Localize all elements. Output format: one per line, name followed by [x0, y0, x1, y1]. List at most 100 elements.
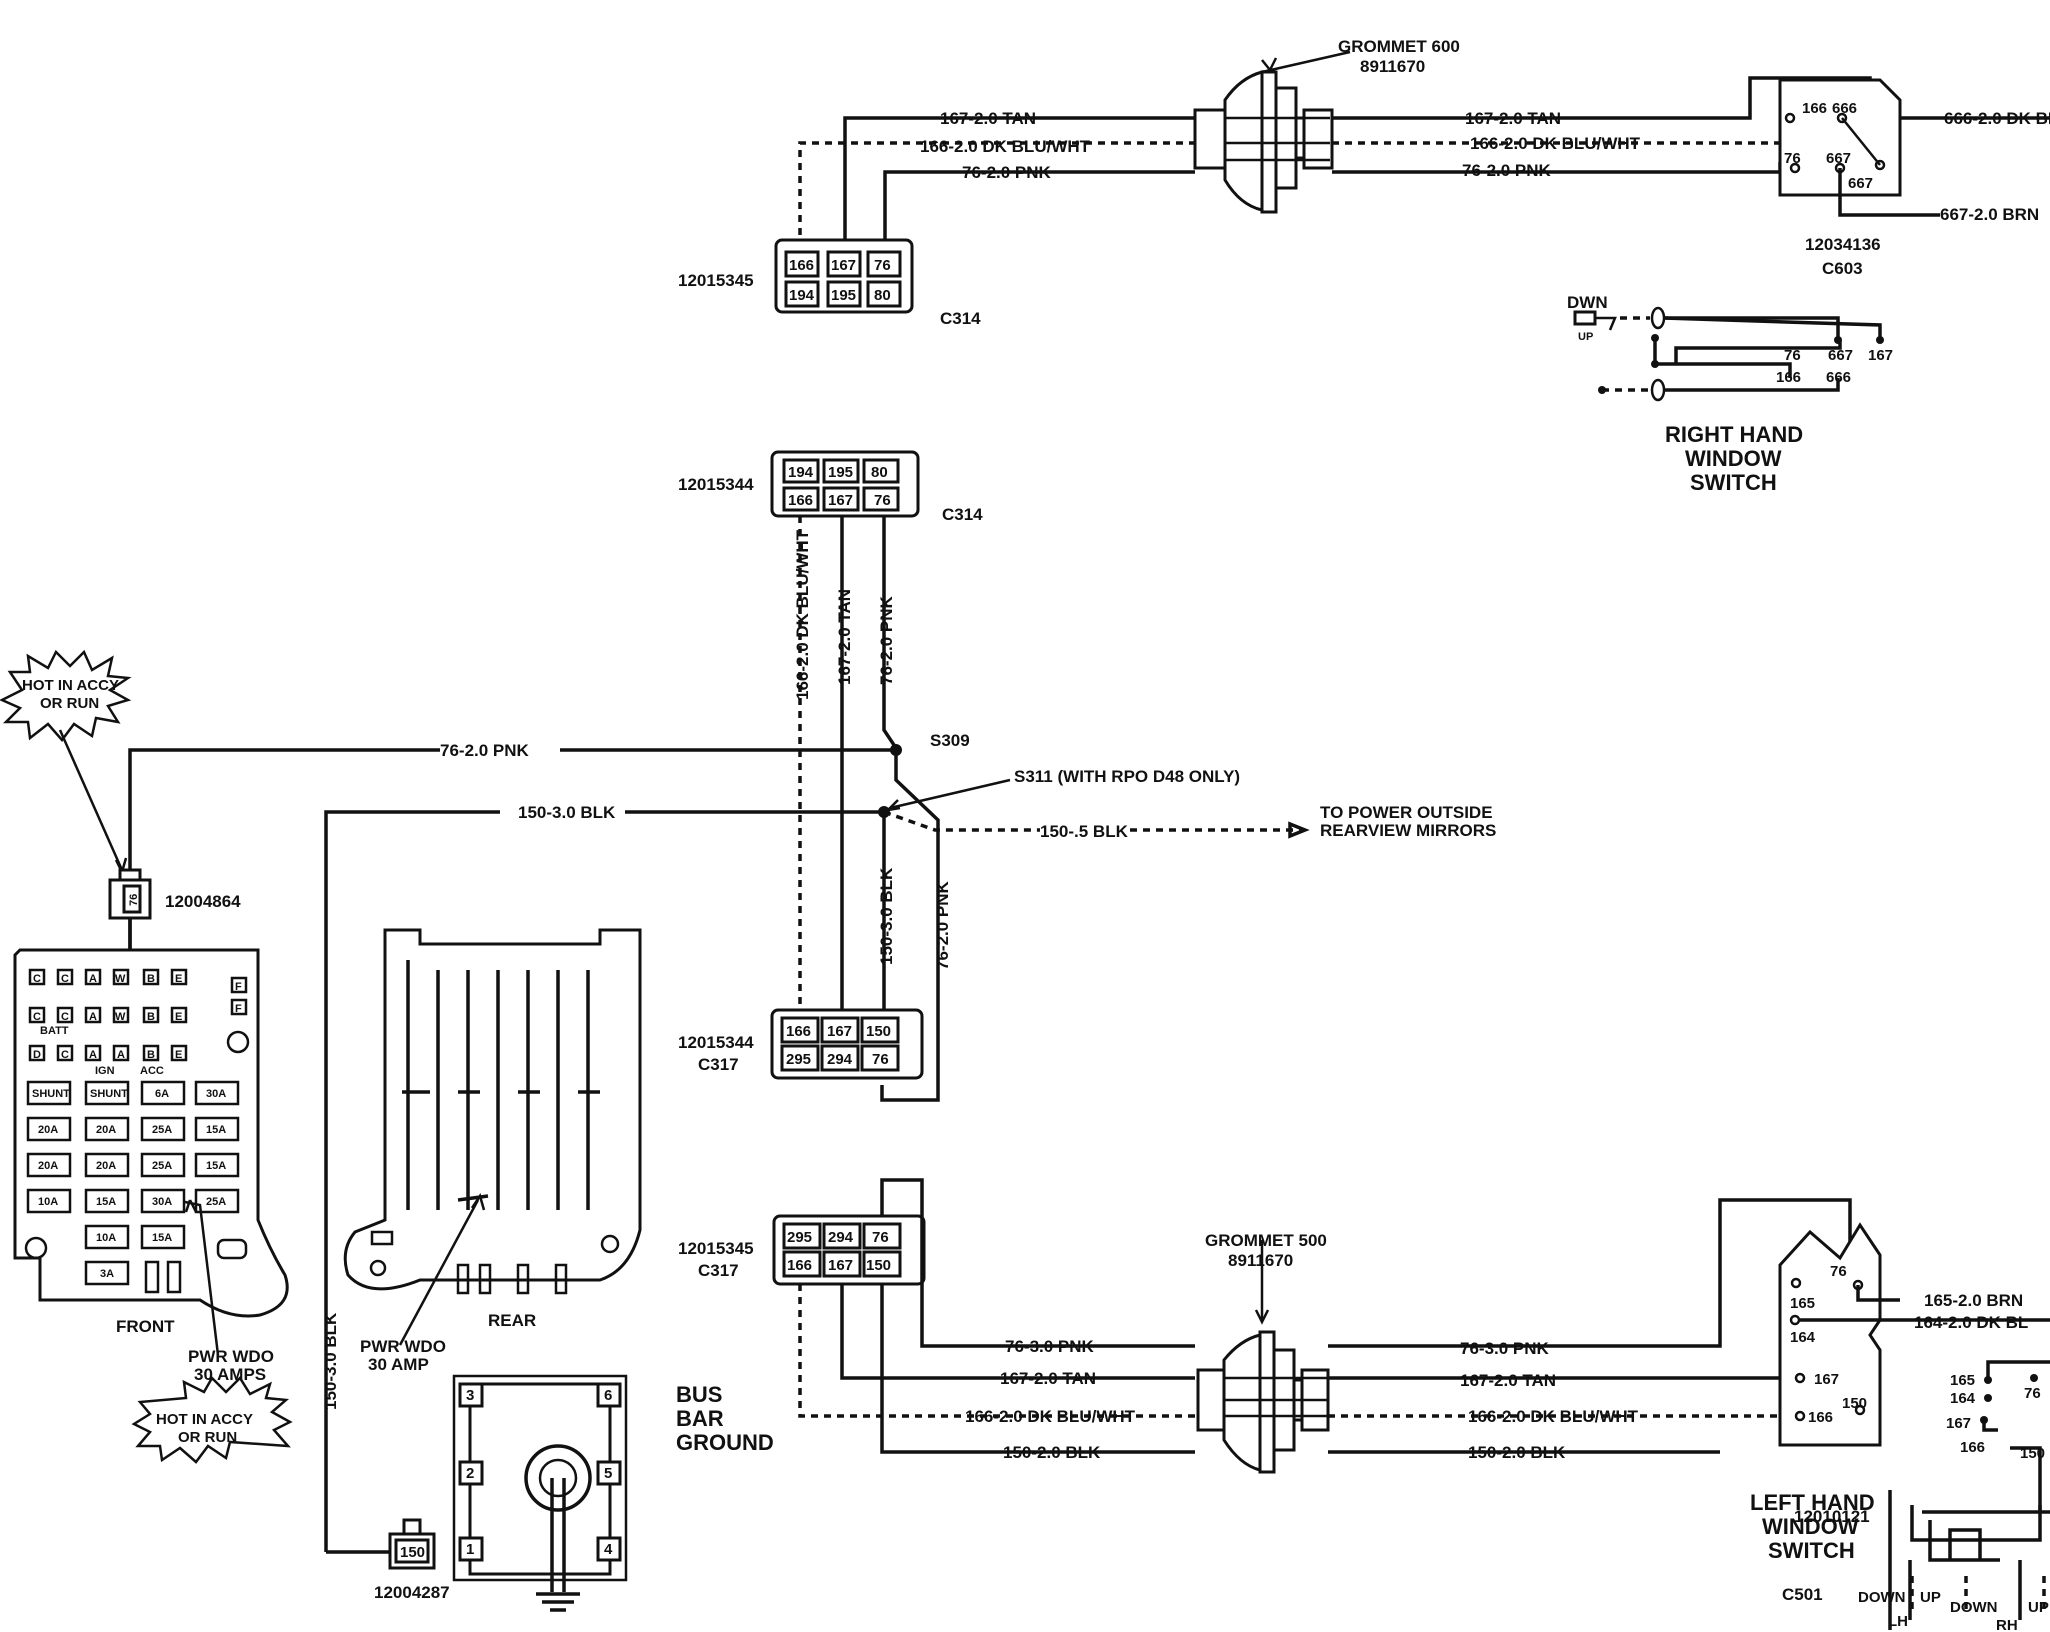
- lh-sch-165: 165: [1950, 1372, 1975, 1389]
- wire-label-150-2-left: 150-2.0 BLK: [1003, 1443, 1101, 1462]
- hot-burst-2: [131, 1375, 293, 1464]
- pwr-wdo-front-1: PWR WDO: [188, 1347, 274, 1366]
- c314-top-pin: 194: [789, 287, 815, 304]
- pwr-wdo-rear-2: 30 AMP: [368, 1355, 429, 1374]
- wire-label-150-2-right: 150-2.0 BLK: [1468, 1443, 1566, 1462]
- bus-label-3: GROUND: [676, 1430, 774, 1455]
- wire-label-165: 165-2.0 BRN: [1924, 1291, 2023, 1310]
- to-mirrors-1: TO POWER OUTSIDE: [1320, 803, 1493, 822]
- rh-pin-666: 666: [1832, 100, 1857, 117]
- rh-switch-schematic: [1573, 306, 1884, 402]
- term-e: E: [175, 1011, 182, 1023]
- c501-part: 12010121: [1794, 1507, 1870, 1526]
- term-acc: ACC: [140, 1065, 164, 1077]
- wire-label-150-05: 150-.5 BLK: [1040, 822, 1129, 841]
- lh-switch-title-3: SWITCH: [1768, 1538, 1855, 1563]
- wire-label-166-bottom-left: 166-2.0 DK BLU/WHT: [965, 1407, 1136, 1426]
- bus-connector: [326, 1518, 436, 1570]
- lh-pin-166: 166: [1808, 1409, 1833, 1426]
- wire-label-76-3-left: 76-3.0 PNK: [1005, 1337, 1095, 1356]
- to-mirrors-2: REARVIEW MIRRORS: [1320, 821, 1496, 840]
- wire-label-150-horizontal: 150-3.0 BLK: [518, 803, 616, 822]
- rh-sch-76: 76: [1784, 347, 1801, 364]
- lh-pin-165: 165: [1790, 1295, 1815, 1312]
- rh-pin-76: 76: [1784, 150, 1801, 167]
- fuse-block-rear-studs: [402, 960, 600, 1295]
- rh-switch-connector: [1778, 78, 2050, 217]
- down-lh-label: DOWN: [1858, 1589, 1906, 1606]
- bus-bar-ground: [452, 1374, 628, 1612]
- wire-label-76-3-right: 76-3.0 PNK: [1460, 1339, 1550, 1358]
- term-c: C: [61, 1011, 69, 1023]
- wire-label-166-bottom-right: 166-2.0 DK BLU/WHT: [1468, 1407, 1639, 1426]
- rh-pin-166: 166: [1802, 100, 1827, 117]
- fuse-25a: 25A: [152, 1160, 172, 1172]
- fuse-block-front-label: FRONT: [116, 1317, 175, 1336]
- pwr-wdo-front-2: 30 AMPS: [194, 1365, 266, 1384]
- c314-top-pin: 195: [831, 287, 856, 304]
- term-c: C: [61, 973, 69, 985]
- grommet-600-label: GROMMET 600: [1338, 37, 1460, 56]
- down-rh-label: DOWN: [1950, 1599, 1998, 1616]
- up-lh-label: UP: [1920, 1589, 1941, 1606]
- fuse-30a: 30A: [206, 1088, 226, 1100]
- hot-conn-part: 12004864: [165, 892, 241, 911]
- splice-feeds: [128, 744, 1310, 1552]
- hot2-line2: OR RUN: [178, 1429, 237, 1446]
- rh-sch-667: 667: [1828, 347, 1853, 364]
- fuse-15a: 15A: [206, 1160, 226, 1172]
- fuse-10a: 10A: [38, 1196, 58, 1208]
- fuse-block-front: [13, 948, 289, 1318]
- term-c: C: [61, 1049, 69, 1061]
- rh-switch-title-1: RIGHT HAND: [1665, 422, 1803, 447]
- rh-up-label: UP: [1578, 331, 1593, 343]
- wire-label-167-bottom-right: 167-2.0 TAN: [1460, 1371, 1556, 1390]
- rh-sch-166: 166: [1776, 369, 1801, 386]
- c317-bot-pin: 295: [787, 1229, 812, 1246]
- c317-top-name: C317: [698, 1055, 739, 1074]
- rh-dwn-label: DWN: [1567, 293, 1608, 312]
- fuse-15a: 15A: [96, 1196, 116, 1208]
- wire-label-150-ground: 150-3.0 BLK: [321, 1312, 340, 1410]
- c314-mid-name: C314: [942, 505, 983, 524]
- c317-bot-name: C317: [698, 1261, 739, 1280]
- term-f: F: [235, 981, 242, 993]
- bus-pin-150: 150: [400, 1544, 425, 1561]
- fuse-25a: 25A: [206, 1196, 226, 1208]
- rh-pin-667: 667: [1826, 150, 1851, 167]
- hot1-line1: HOT IN ACCY: [22, 677, 119, 694]
- fuse-6a: 6A: [155, 1088, 169, 1100]
- rh-switch-title-2: WINDOW: [1685, 446, 1782, 471]
- term-b: B: [147, 1011, 155, 1023]
- wire-label-666: 666-2.0 DK BLU: [1944, 109, 2050, 128]
- grommet-500: [1196, 1330, 1330, 1474]
- term-w: W: [115, 973, 126, 985]
- wire-label-667: 667-2.0 BRN: [1940, 205, 2039, 224]
- up-rh-label: UP: [2028, 1599, 2049, 1616]
- splice-s311: S311 (WITH RPO D48 ONLY): [1014, 767, 1240, 786]
- c501-name: C501: [1782, 1585, 1823, 1604]
- rh-sch-666: 666: [1826, 369, 1851, 386]
- c314-mid-connector: [770, 450, 920, 518]
- bus-conn-part: 12004287: [374, 1583, 450, 1602]
- fuse-20a: 20A: [38, 1160, 58, 1172]
- c317-bottom-connector: [772, 1214, 926, 1286]
- c314-mid-pin: 167: [828, 492, 853, 509]
- c317-bot-pin: 167: [828, 1257, 853, 1274]
- lh-switch-title-1: LEFT HAND: [1750, 1490, 1875, 1515]
- term-a: A: [117, 1049, 125, 1061]
- fuse-block-rear-label: REAR: [488, 1311, 536, 1330]
- c317-bot-pin: 166: [787, 1257, 812, 1274]
- c317-top-pin: 150: [866, 1023, 891, 1040]
- splice-s309: S309: [930, 731, 970, 750]
- c314-mid-pin: 80: [871, 464, 888, 481]
- grommet-500-label: GROMMET 500: [1205, 1231, 1327, 1250]
- lh-sch-167: 167: [1946, 1415, 1971, 1432]
- term-e: E: [175, 1049, 182, 1061]
- lh-label: LH: [1888, 1613, 1908, 1630]
- c317-bot-pin: 76: [872, 1229, 889, 1246]
- c314-top-connector: [774, 238, 914, 314]
- bus-term: 2: [466, 1465, 474, 1482]
- c314-top-pin: 76: [874, 257, 891, 274]
- wire-label-76-vertical-2: 76-2.0 PNK: [933, 880, 952, 970]
